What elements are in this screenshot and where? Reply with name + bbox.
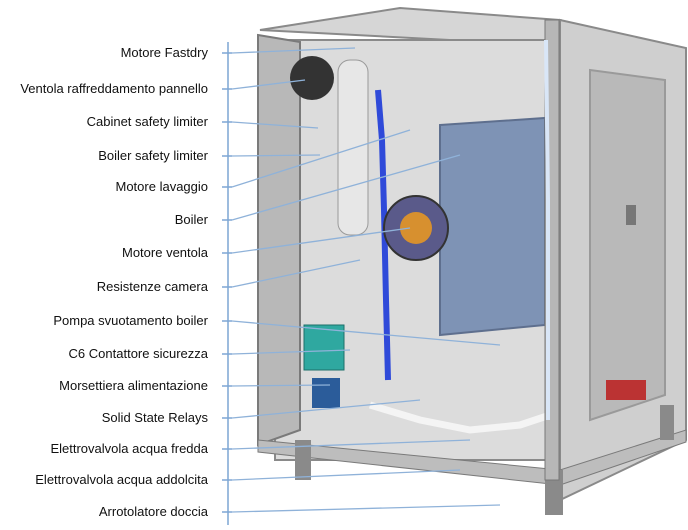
label-9: Pompa svuotamento boiler [53,313,208,328]
label-6: Boiler [174,212,208,227]
label-10: C6 Contattore sicurezza [68,346,208,361]
label-3: Cabinet safety limiter [86,114,208,129]
label-12: Solid State Relays [101,410,208,425]
blue-pipe [375,89,391,381]
label-15: Arrotolatore doccia [98,504,208,519]
wash-motor-hub [400,212,432,244]
leader-line-6 [231,154,461,221]
leader-line-14 [231,469,461,481]
leader-line-5 [231,129,411,188]
leader-line-10 [231,349,351,355]
red-component [606,380,646,400]
label-4: Boiler safety limiter [98,148,208,163]
cylinder [337,59,369,236]
label-11: Morsettiera alimentazione [59,378,208,393]
leader-line-13 [231,439,471,450]
leader-line-12 [231,399,421,419]
label-7: Motore ventola [122,245,208,260]
side-handle [626,205,636,225]
leader-line-9 [231,320,501,346]
left-panel [257,33,301,447]
side-window [589,68,666,422]
leader-lines [222,47,501,513]
label-8: Resistenze camera [96,279,208,294]
label-14: Elettrovalvola acqua addolcita [35,472,208,487]
leader-line-11 [231,384,331,387]
foot-front [545,470,563,515]
boiler-box [439,116,546,337]
foot-left [295,440,311,480]
label-1: Motore Fastdry [120,45,208,60]
relay-block [312,378,340,408]
label-2: Ventola raffreddamento pannello [20,81,208,96]
green-board [303,324,345,371]
foot-right [660,405,674,440]
leader-line-4 [231,154,321,157]
label-5: Motore lavaggio [115,179,209,194]
leader-line-8 [231,259,361,288]
leader-line-15 [231,504,501,513]
bottom-pipes [368,401,552,434]
leader-line-3 [231,121,319,129]
leader-line-1 [231,47,356,54]
label-13: Elettrovalvola acqua fredda [50,441,208,456]
leader-line-2 [231,79,306,90]
leader-line-7 [231,227,411,254]
fan-opening [290,56,334,100]
right-pipe [544,39,550,420]
